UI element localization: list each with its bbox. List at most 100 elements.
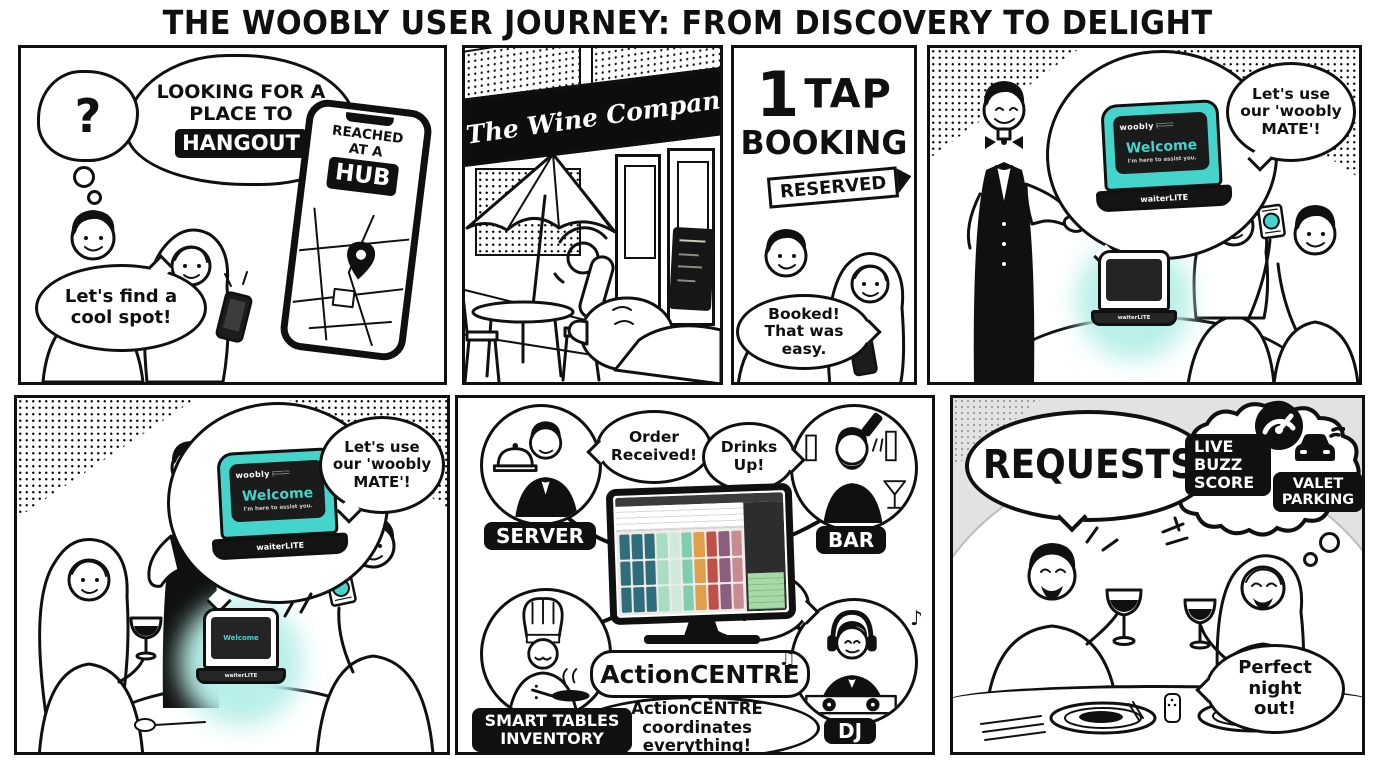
thought-dot (1319, 532, 1340, 553)
speedometer-icon (1253, 400, 1305, 456)
location-pin-icon (347, 241, 376, 280)
device-welcome-text: Welcome (1125, 136, 1198, 157)
pos-button (668, 532, 681, 558)
thought-dot (1303, 552, 1318, 567)
pos-button (693, 531, 705, 557)
page-title: THE WOOBLY USER JOURNEY: FROM DISCOVERY … (163, 3, 1213, 42)
live-buzz-badge: LIVE BUZZ SCORE (1185, 434, 1271, 496)
phone-mockup: REACHED AT A HUB (278, 97, 434, 363)
chef-illustration (508, 597, 590, 713)
monitor-base (644, 635, 760, 644)
pos-button (682, 558, 694, 584)
device-model-label: waiterLITE (196, 668, 286, 684)
pos-button (644, 533, 656, 559)
seated-woman-illustration (38, 538, 163, 752)
pos-button (719, 557, 731, 583)
speech-text: Let's find a cool spot! (64, 286, 178, 328)
pos-button (681, 532, 693, 558)
pos-button (657, 559, 669, 585)
headline-booking: BOOKING (740, 123, 908, 162)
pos-button (644, 560, 657, 586)
speech-text: Booked! That was easy. (764, 304, 844, 358)
pos-screen (614, 492, 788, 616)
panel-discovery: ? LOOKING FOR A PLACE TO HANGOUT REACHED… (18, 45, 447, 385)
pos-side-panel (743, 501, 788, 612)
pos-button (706, 531, 718, 557)
device-logo-lines (272, 469, 291, 476)
panel-delight: REQUESTS LIVE BUZZ SCORE VALET PARKING (950, 395, 1365, 755)
valet-parking-badge: VALET PARKING (1273, 472, 1362, 513)
server-node-circle (480, 404, 602, 526)
booking-headline: 1 TAP BOOKING (734, 58, 914, 162)
headline-tap: TAP (804, 71, 892, 118)
pos-monitor (605, 482, 797, 626)
speech-text: Drinks Up! (720, 438, 778, 474)
server-illustration (492, 421, 578, 517)
pos-button (620, 561, 632, 587)
headline-number: 1 (756, 58, 800, 131)
bar-label: BAR (816, 526, 887, 555)
woobly-table-device: waiterLITE (1091, 250, 1177, 326)
ticket-fold (897, 167, 914, 194)
action-centre-label: ActionCENTRE (590, 650, 810, 698)
tapping-hand-illustration (553, 226, 720, 382)
woobly-table-device: Welcome waiterLITE (196, 608, 286, 684)
panel-booking: 1 TAP BOOKING RESERVED Booked! That was … (731, 45, 917, 385)
reserved-ticket: RESERVED (766, 166, 914, 209)
monitor-stand (684, 620, 720, 636)
pos-button (670, 586, 682, 612)
server-label: SERVER (484, 522, 597, 551)
pos-button (631, 534, 643, 560)
bar-node-circle (790, 404, 918, 532)
thought-dot (87, 190, 102, 205)
caption-text: ActionCENTRE coordinates everything! (631, 698, 763, 755)
panel-table-mate: woobly Welcome I'm here to assist you. w… (14, 395, 450, 755)
device-brand: woobly (1119, 120, 1155, 132)
pos-button (731, 557, 743, 583)
map-illustration (291, 206, 411, 347)
pos-button (656, 533, 668, 559)
pos-button (706, 558, 719, 584)
thought-bubble-question: ? (37, 70, 139, 162)
device-model-label: waiterLITE (1091, 310, 1177, 326)
bartender-illustration (805, 412, 907, 523)
pos-button (732, 583, 744, 609)
pos-button (633, 587, 645, 613)
pos-button (669, 559, 682, 585)
requests-text: REQUESTS (982, 442, 1196, 489)
storefront-sign-text: The Wine Company (463, 82, 723, 150)
woobly-device-mockup: woobly Welcome I'm here to assist you. w… (1095, 98, 1233, 212)
panel-greeting: woobly Welcome I'm here to assist you. w… (927, 45, 1362, 385)
speech-bubble-booked: Booked! That was easy. (736, 294, 882, 370)
device-welcome-text: Welcome (223, 634, 259, 642)
sparkle-icon (224, 271, 248, 287)
pos-button-grid (616, 527, 748, 616)
pos-button (619, 534, 631, 560)
device-brand: woobly (235, 468, 271, 480)
speech-bubble-order: Order Received! (586, 410, 712, 484)
couple-illustration (1186, 203, 1359, 382)
pos-button (683, 585, 695, 611)
speech-bubble-cool-spot: Let's find a cool spot! (35, 254, 207, 352)
speech-text: Order Received! (610, 428, 698, 464)
pos-button (718, 531, 730, 557)
hangout-badge: HANGOUT (175, 128, 307, 158)
reserved-ticket-text: RESERVED (766, 166, 900, 209)
speech-bubble-mate: Let's use our 'woobly MATE'! (1226, 62, 1356, 172)
sparkle-icon (283, 592, 313, 618)
panel-venue: The Wine Company (462, 45, 723, 385)
music-note-icon: ♪ (910, 606, 923, 630)
thought-dot (73, 166, 95, 188)
pos-button (632, 560, 644, 586)
speech-bubble-perfect: Perfect night out! (1195, 644, 1345, 734)
device-logo-lines (1156, 121, 1175, 128)
spoon-illustration (134, 718, 206, 732)
music-note-icon: ♫ (778, 646, 796, 670)
kitchen-label: SMART TABLES INVENTORY (472, 708, 632, 752)
pos-button (730, 530, 743, 556)
speech-bubble-mate: Let's use our 'woobly MATE'! (319, 416, 445, 524)
dj-illustration (805, 610, 897, 715)
pos-button (720, 584, 732, 610)
pos-green-list (747, 572, 785, 610)
